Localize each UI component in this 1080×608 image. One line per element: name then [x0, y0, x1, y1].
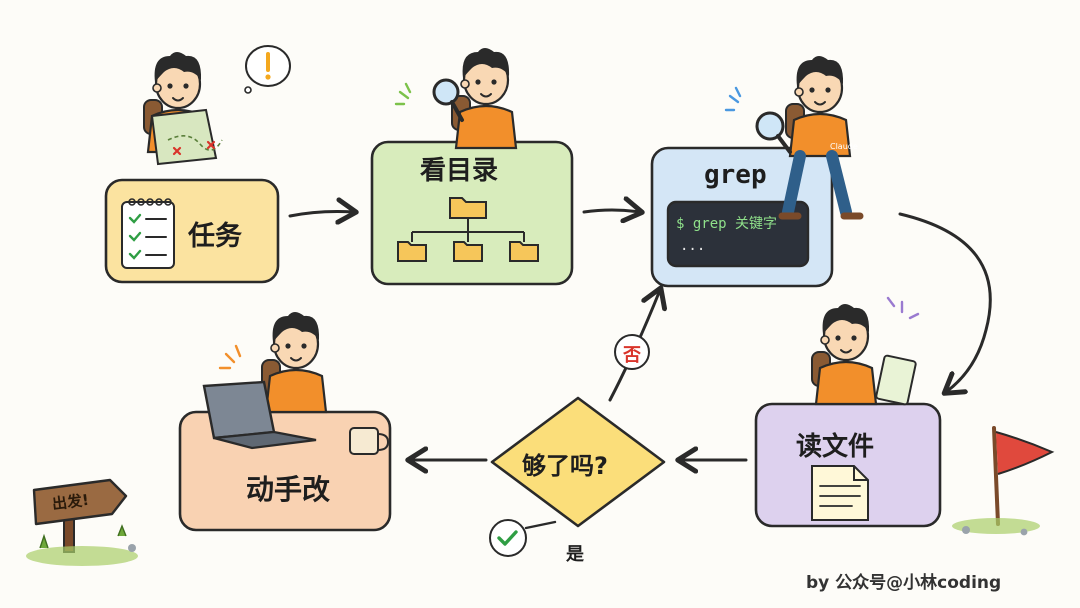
node-edit-label: 动手改 [246, 473, 331, 506]
terminal-command: $ grep 关键字 [676, 216, 778, 232]
branch-no-badge [614, 334, 650, 370]
magnifier-icon [755, 111, 792, 154]
folder-tree-icon [397, 197, 539, 262]
node-read [754, 402, 942, 528]
node-grep-label: grep [704, 160, 767, 190]
alert-bubble-icon [244, 45, 291, 94]
kid-coding-illustration [260, 310, 328, 414]
node-decide [490, 396, 666, 528]
credit-text: by 公众号@小林coding [806, 573, 1002, 593]
branch-no-label: 否 [623, 345, 641, 366]
coffee-mug-icon [349, 427, 390, 455]
start-signpost [26, 478, 138, 566]
node-task [104, 178, 280, 284]
node-decide-label: 够了吗? [522, 452, 608, 480]
terminal-continuation: ... [680, 238, 706, 254]
arrow-browse-to-grep [582, 210, 640, 212]
kid-searching-illustration [755, 54, 864, 220]
node-read-label: 读文件 [796, 432, 875, 462]
notepad-icon [121, 198, 175, 269]
kid-reading-illustration [810, 302, 917, 406]
arrow-task-to-browse [288, 212, 354, 217]
node-task-label: 任务 [188, 221, 242, 252]
node-grep [650, 146, 834, 288]
kid-with-map-illustration [142, 50, 223, 166]
arrow-grep-to-read [898, 212, 992, 392]
node-browse-label: 看目录 [420, 156, 499, 186]
kid-with-magnifier-illustration [432, 46, 518, 150]
node-browse [370, 140, 574, 286]
finish-flag-icon [952, 426, 1055, 536]
check-icon [489, 519, 527, 557]
laptop-icon [202, 380, 317, 450]
character-badge: Claude [830, 142, 858, 151]
document-icon [811, 465, 869, 521]
start-sign-label: 出发! [51, 490, 90, 514]
arrow-decide-yes [524, 520, 557, 530]
branch-yes-label: 是 [566, 544, 584, 565]
terminal-window [666, 200, 810, 268]
magnifier-icon [432, 78, 464, 122]
